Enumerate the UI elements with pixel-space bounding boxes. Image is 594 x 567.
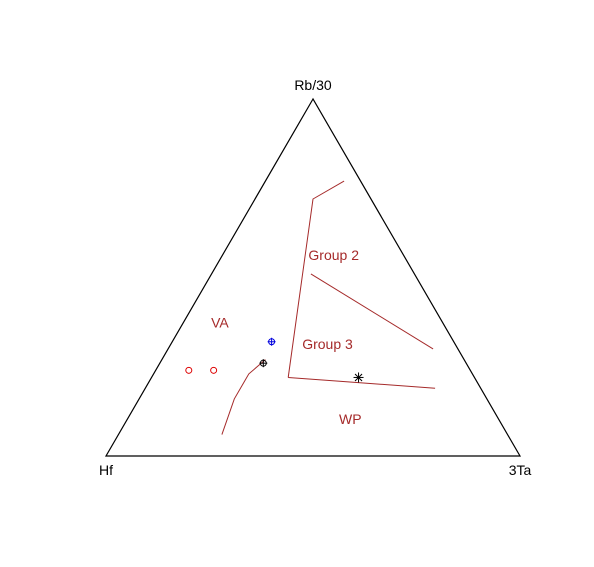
boundary-wp-upper-line xyxy=(288,377,436,389)
sample-point xyxy=(185,366,193,374)
vertex-label-left: Hf xyxy=(99,462,113,478)
field-label-group2: Group 2 xyxy=(308,247,359,263)
sample-point xyxy=(210,366,218,374)
field-label-va: VA xyxy=(211,315,229,331)
field-label-wp: WP xyxy=(339,411,362,427)
boundary-va-wp-curve xyxy=(221,359,266,435)
sample-point xyxy=(259,359,268,368)
vertex-label-top: Rb/30 xyxy=(294,77,332,93)
sample-point xyxy=(353,372,364,383)
boundary-va-group-boundary xyxy=(287,180,345,378)
field-labels: VA Group 2 Group 3 WP xyxy=(211,247,362,427)
boundary-group2-group3-line xyxy=(310,273,434,350)
field-label-group3: Group 3 xyxy=(302,336,353,352)
sample-point xyxy=(267,337,276,346)
vertex-label-right: 3Ta xyxy=(509,462,532,478)
sample-points xyxy=(185,337,364,383)
ternary-triangle xyxy=(104,97,522,457)
field-boundaries xyxy=(221,180,436,435)
